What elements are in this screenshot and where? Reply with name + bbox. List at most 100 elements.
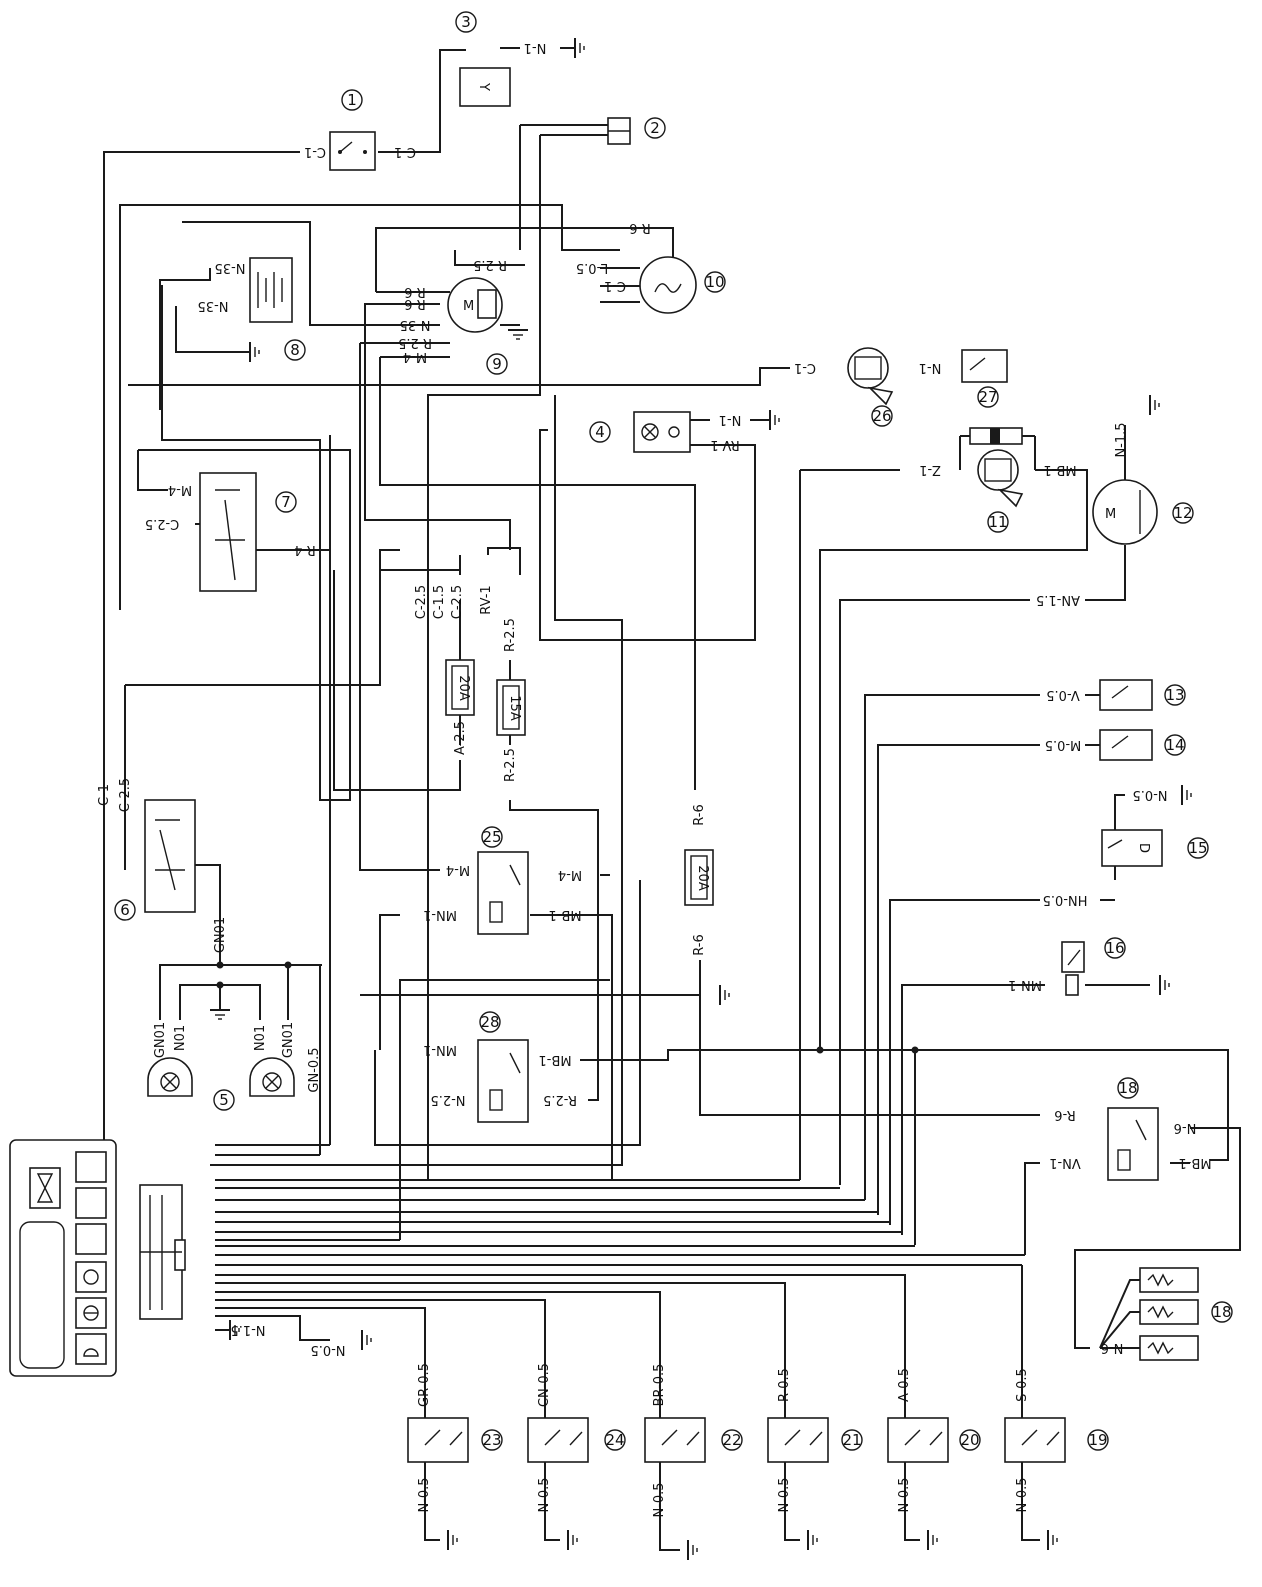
label-r25-motor: R-2.5 (473, 257, 507, 272)
switch-ground-wires (424, 1460, 1040, 1551)
component-9-starter-motor: M (447, 277, 503, 333)
num-13: 13 (1165, 686, 1184, 704)
label-r6-top: R-6 (629, 220, 650, 235)
label-gr05: GR-0.5 (417, 1363, 432, 1407)
oil-icon (75, 1187, 107, 1219)
wire-network (103, 47, 1241, 1551)
label-an15: AN-1.5 (1036, 592, 1080, 607)
label-r6-motor-b: R-6 (404, 296, 425, 311)
label-m4-7: M-4 (168, 482, 192, 497)
num-25: 25 (482, 828, 501, 846)
label-r25-28: R-2.5 (543, 1092, 577, 1107)
num-14: 14 (1165, 736, 1184, 754)
label-n05-21: N-0.5 (777, 1477, 792, 1512)
component-3-sender: Y (459, 67, 511, 107)
num-5: 5 (219, 1091, 229, 1109)
component-14-switch (1099, 729, 1153, 761)
num-22: 22 (722, 1431, 741, 1449)
component-28-relay (477, 1039, 529, 1123)
fuse-20a-main: 20A (684, 849, 714, 906)
num-16: 16 (1105, 939, 1124, 957)
label-mb1-11: MB-1 (1043, 462, 1076, 477)
label-n01-a: N01 (173, 1025, 188, 1051)
junction-dots (216, 961, 919, 1054)
label-n1-27: N-1 (919, 360, 942, 375)
label-gn01-b: GN01 (281, 1022, 296, 1058)
num-3: 3 (461, 13, 471, 31)
label-m4-motor: M-4 (403, 349, 427, 364)
component-5-lamps (147, 1057, 295, 1097)
label-vn1: VN-1 (1049, 1155, 1081, 1170)
label-l05: L-0.5 (576, 260, 608, 275)
fan-motor-symbol: M (1105, 507, 1116, 522)
label-n05-24: N-0.5 (537, 1477, 552, 1512)
label-z1: Z-1 (919, 462, 941, 477)
component-12-fan-motor: M (1092, 479, 1158, 545)
component-2-connector (607, 117, 631, 145)
label-mb1-28: MB-1 (538, 1052, 571, 1067)
label-gn05: GN-0.5 (307, 1047, 322, 1092)
component-25-relay (477, 851, 529, 935)
svg-text:Y: Y (476, 82, 491, 91)
fuse-15a: 15A (496, 679, 526, 736)
motor-symbol: M (463, 299, 474, 314)
label-n6-heaters: N-6 (1101, 1340, 1124, 1355)
label-v05: V-0.5 (1046, 687, 1080, 702)
component-15-pressure-switch: D (1101, 829, 1163, 867)
label-r6-fuse-bot: R-6 (692, 934, 707, 955)
label-r6-fuse-top: R-6 (692, 804, 707, 825)
label-br05: BR-0.5 (652, 1364, 667, 1407)
component-11-sensor (959, 427, 1036, 508)
component-16-sensor-switch (1061, 941, 1085, 996)
label-n01-b: N01 (253, 1025, 268, 1051)
label-c25-7: C-2.5 (145, 516, 179, 531)
component-13-switch (1099, 679, 1153, 711)
label-rv1: RV-1 (479, 585, 494, 614)
label-n1-top: N-1 (524, 40, 547, 55)
label-n05-bottom: N-0.5 (310, 1342, 345, 1357)
num-24: 24 (605, 1431, 624, 1449)
component-8-battery (249, 257, 293, 323)
component-18-heaters (1139, 1267, 1199, 1361)
num-4: 4 (595, 423, 605, 441)
label-c15: C-1.5 (432, 585, 447, 619)
component-10-generator (639, 256, 697, 314)
label-n05-22: N-0.5 (652, 1482, 667, 1517)
label-gn01-a: GN01 (153, 1022, 168, 1058)
label-n35-b: N-35 (198, 298, 229, 313)
fuse-20a-main-label: 20A (695, 865, 710, 891)
ground-symbols (210, 38, 1192, 1560)
label-mb1-25: MB-1 (548, 907, 581, 922)
label-mb1-18: MB-1 (1178, 1155, 1211, 1170)
label-n05-19: N-0.5 (1015, 1477, 1030, 1512)
label-mn1-16: MN-1 (1008, 977, 1042, 992)
label-n35-motor: N-35 (400, 317, 431, 332)
label-cn05: CN-0.5 (537, 1363, 552, 1407)
label-n25-28: N-2.5 (430, 1092, 465, 1107)
label-r25-motor-b: R-2.5 (398, 335, 432, 350)
label-n05-23: N-0.5 (417, 1477, 432, 1512)
num-19: 19 (1088, 1431, 1107, 1449)
label-c1-gen: C-1 (604, 278, 626, 293)
battery-icon (75, 1223, 107, 1255)
svg-text:D: D (1136, 843, 1151, 853)
component-26-sensor (847, 347, 894, 406)
label-gn01-6: GN01 (213, 917, 228, 953)
label-r25-fuse-top: R-2.5 (503, 618, 518, 652)
dashboard-panel (9, 1139, 117, 1377)
num-11: 11 (988, 513, 1007, 531)
label-n15-top: N-1.5 (1114, 422, 1129, 457)
component-4-lamp (633, 411, 691, 453)
component-1-switch (329, 131, 376, 171)
num-26: 26 (872, 407, 891, 425)
label-c25-b: C-2.5 (450, 585, 465, 619)
num-20: 20 (960, 1431, 979, 1449)
num-23: 23 (482, 1431, 501, 1449)
label-c25-a: C-2.5 (414, 585, 429, 619)
num-27: 27 (978, 388, 997, 406)
label-r4: R-4 (294, 542, 315, 557)
num-7: 7 (281, 493, 291, 511)
label-m05: M-0.5 (1045, 737, 1082, 752)
wire-labels: C-1 C-1 N-1 R-6 R-2.5 N-35 N-35 L-0.5 C-… (97, 40, 1212, 1518)
num-1: 1 (347, 91, 357, 109)
